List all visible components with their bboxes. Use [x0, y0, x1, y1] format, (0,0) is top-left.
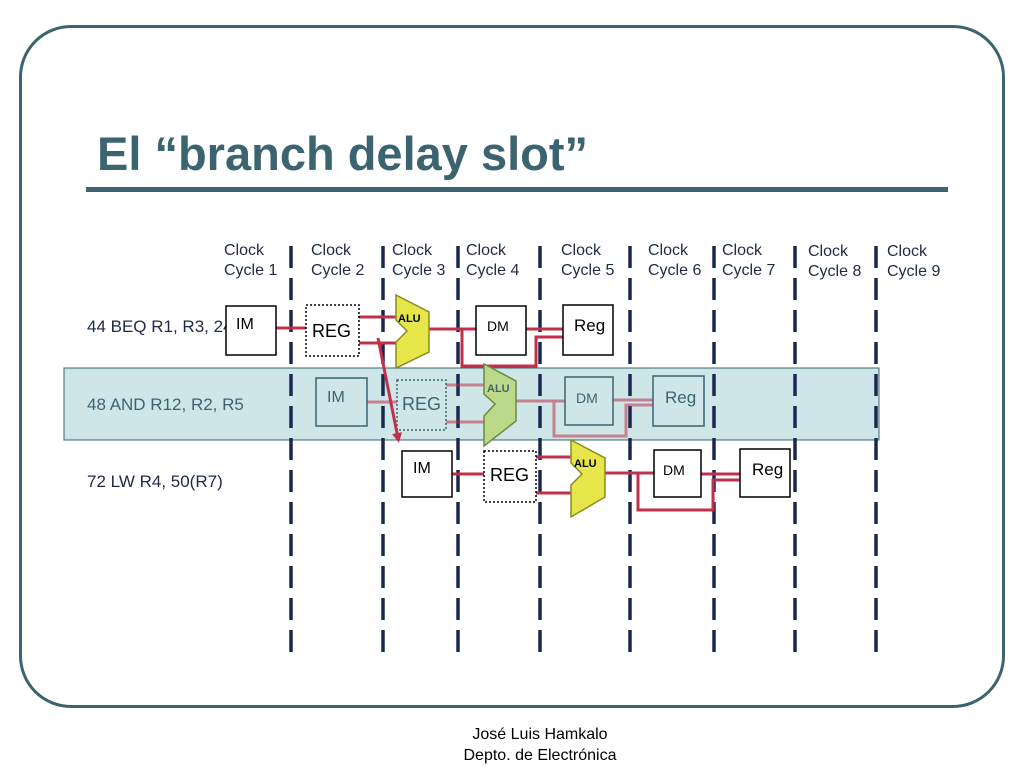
cycle-8-label-line1: Clock [808, 243, 849, 260]
instruction-labels: 44 BEQ R1, R3, 24 48 AND R12, R2, R5 72 … [87, 317, 244, 491]
cycle-3-label-line2: Cycle 3 [392, 262, 445, 279]
stage-reg-label: REG [402, 394, 441, 414]
stage-wb-label: Reg [665, 388, 696, 407]
footer-author: José Luis Hamkalo [472, 726, 608, 743]
stage-wb [652, 375, 705, 427]
stage-im-label: IM [327, 389, 345, 406]
pipeline-row-beq: IM REG ALU DM Reg [225, 293, 614, 370]
cycle-headers: Clock Cycle 1 Clock Cycle 2 Clock Cycle … [224, 242, 940, 280]
stage-alu-label: ALU [398, 313, 421, 325]
stage-alu-label: ALU [487, 383, 510, 395]
cycle-7-label-line1: Clock [722, 242, 763, 259]
cycle-1-label-line2: Cycle 1 [224, 262, 277, 279]
cycle-7-label-line2: Cycle 7 [722, 262, 775, 279]
slide-footer: José Luis Hamkalo Depto. de Electrónica [400, 724, 680, 766]
cycle-6-label-line1: Clock [648, 242, 689, 259]
stage-wb [739, 448, 791, 498]
cycle-2-label-line2: Cycle 2 [311, 262, 364, 279]
cycle-5-label-line2: Cycle 5 [561, 262, 614, 279]
title-underline [86, 187, 948, 192]
stage-alu [395, 293, 430, 370]
cycle-3-label-line1: Clock [392, 242, 433, 259]
instruction-label-and: 48 AND R12, R2, R5 [87, 395, 244, 414]
stage-dm [475, 305, 527, 356]
cycle-1-label-line1: Clock [224, 242, 265, 259]
cycle-8-label-line2: Cycle 8 [808, 263, 861, 280]
cycle-2-label-line1: Clock [311, 242, 352, 259]
pipeline-row-lw: IM REG ALU DM Reg [401, 438, 791, 519]
cycle-4-label-line2: Cycle 4 [466, 262, 519, 279]
stage-dm [653, 449, 702, 498]
cycle-9-label-line1: Clock [887, 243, 928, 260]
slide-title: El “branch delay slot” [97, 127, 589, 180]
stage-reg-label: REG [312, 321, 351, 341]
stage-reg [483, 450, 537, 503]
slide-frame [19, 25, 1005, 708]
stage-alu [483, 362, 517, 448]
stage-im [315, 377, 368, 427]
stage-alu-label: ALU [574, 458, 597, 470]
stage-reg [305, 304, 360, 357]
stage-im-label: IM [236, 316, 254, 333]
stage-dm [564, 376, 614, 426]
cycle-6-label-line2: Cycle 6 [648, 262, 701, 279]
stage-im [225, 305, 277, 356]
stage-reg [396, 379, 447, 431]
cycle-9-label-line2: Cycle 9 [887, 263, 940, 280]
stage-im-label: IM [413, 460, 431, 477]
cycle-4-label-line1: Clock [466, 242, 507, 259]
stage-wb-label: Reg [752, 460, 783, 479]
footer-department: Depto. de Electrónica [463, 747, 617, 764]
instruction-label-beq: 44 BEQ R1, R3, 24 [87, 317, 233, 336]
branch-arrow [376, 337, 402, 443]
stage-dm-label: DM [576, 390, 598, 406]
stage-dm-label: DM [663, 462, 685, 478]
delay-slot-highlight [63, 367, 880, 441]
cycle-5-label-line1: Clock [561, 242, 602, 259]
stage-alu [570, 438, 606, 519]
instruction-label-lw: 72 LW R4, 50(R7) [87, 472, 223, 491]
pipeline-row-and: IM REG ALU DM Reg [315, 362, 705, 448]
stage-reg-label: REG [490, 465, 529, 485]
stage-wb [562, 304, 614, 356]
stage-dm-label: DM [487, 318, 509, 334]
stage-wb-label: Reg [574, 316, 605, 335]
cycle-dividers [289, 246, 878, 662]
stage-im [401, 450, 453, 498]
